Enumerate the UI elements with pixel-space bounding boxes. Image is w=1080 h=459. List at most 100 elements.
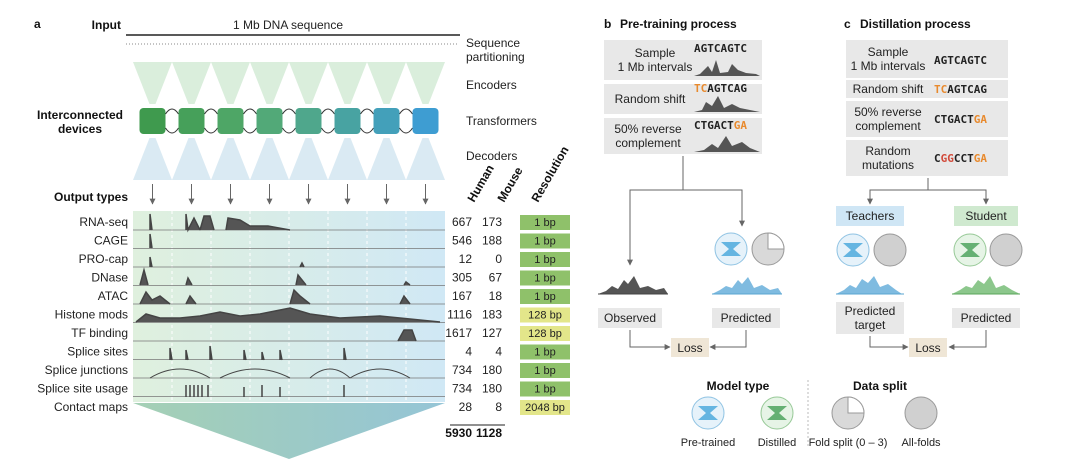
- mouse-count: 4: [495, 345, 502, 359]
- output-type-label: ATAC: [98, 289, 129, 303]
- mouse-count: 8: [495, 400, 502, 414]
- b-flow-observed: [627, 156, 684, 266]
- output-type-label: Splice junctions: [45, 363, 128, 377]
- b-step-sample-line1: Sample: [635, 46, 676, 60]
- c-flow-student: [928, 189, 989, 205]
- splice-junction-arc: [219, 368, 291, 379]
- c-predicted-target-line2: target: [855, 318, 886, 332]
- c-loss-box: [909, 338, 947, 357]
- c-predicted-target-box: [836, 302, 904, 334]
- resolution-label: 128 bp: [528, 328, 562, 340]
- legend-data-split: Data split: [853, 379, 907, 393]
- b-rc-seq-a: CTGACT: [694, 119, 734, 132]
- encoder-funnel: [328, 62, 367, 104]
- device-band: [133, 62, 445, 180]
- c-step-mut-line2: mutations: [862, 158, 914, 172]
- c-flow-teachers: [867, 178, 929, 205]
- human-count: 734: [452, 382, 472, 396]
- device-node: [256, 108, 283, 134]
- b-shift-seq-b: AGTCAG: [707, 82, 747, 95]
- resolution-label: 1 bp: [534, 365, 555, 377]
- col-resolution-header: Resolution: [528, 144, 571, 205]
- c-student-allfolds-icon: [989, 233, 1023, 267]
- c-student-box: [954, 206, 1018, 226]
- col-human-header: Human: [464, 162, 496, 204]
- device-link: [282, 127, 296, 134]
- legend-allfolds-label: All-folds: [901, 437, 941, 449]
- b-step-sample-line2: 1 Mb intervals: [618, 60, 693, 74]
- decoder-funnel: [172, 138, 211, 180]
- c-rc-seq-b: GA: [974, 113, 988, 126]
- interconnected-devices-line1: Interconnected: [37, 108, 123, 122]
- output-type-label: PRO-cap: [79, 252, 129, 266]
- resolution-badge: [520, 344, 570, 360]
- c-teacher-signal: [836, 276, 902, 294]
- c-step-shift-box: [846, 80, 1008, 98]
- c-predicted-target-line1: Predicted: [845, 304, 896, 318]
- device-node: [217, 108, 244, 134]
- mouse-count: 183: [482, 308, 502, 322]
- panel-b-letter: b: [604, 17, 611, 31]
- mouse-count: 180: [482, 363, 502, 377]
- output-type-label: Splice site usage: [37, 382, 128, 396]
- resolution-label: 1 bp: [534, 291, 555, 303]
- track-signal: [185, 385, 345, 397]
- resolution-badge: [520, 400, 570, 415]
- decoder-funnel: [328, 138, 367, 180]
- encoder-funnel: [133, 62, 172, 104]
- mouse-count: 188: [482, 234, 502, 248]
- c-step-rc-box: [846, 101, 1008, 137]
- resolution-label: 1 bp: [534, 384, 555, 396]
- output-type-label: DNase: [91, 271, 128, 285]
- track-signal: [149, 213, 291, 233]
- output-type-label: Contact maps: [54, 400, 128, 414]
- device-link: [204, 127, 218, 134]
- output-arrows: [149, 184, 429, 205]
- c-mut-seq-a: C: [934, 152, 941, 165]
- device-link: [243, 127, 257, 134]
- b-step-rc-line2: complement: [615, 136, 681, 150]
- human-count: 1617: [445, 326, 472, 340]
- device-link: [282, 108, 296, 115]
- human-count: 167: [452, 289, 472, 303]
- svg-text:CTGACTGA: CTGACTGA: [934, 113, 987, 126]
- sequence-partitioning-line1: Sequence: [466, 36, 520, 50]
- human-count: 4: [465, 345, 472, 359]
- decoders-label: Decoders: [466, 149, 517, 163]
- resolution-badge: [520, 363, 570, 378]
- human-count: 667: [452, 215, 472, 229]
- interconnected-devices-line2: devices: [58, 122, 102, 136]
- mouse-count: 173: [482, 215, 502, 229]
- legend-pretrained-glyph: [698, 406, 718, 420]
- decoder-funnel: [367, 138, 406, 180]
- track-signal: [139, 288, 411, 305]
- track-dividers: [171, 211, 407, 402]
- device-link: [399, 108, 413, 115]
- panel-b-title: Pre-training process: [620, 17, 737, 31]
- c-shift-seq-b: AGTCAG: [947, 83, 987, 96]
- encoder-funnel: [172, 62, 211, 104]
- encoder-funnel: [250, 62, 289, 104]
- c-step-rc-line2: complement: [855, 119, 921, 133]
- c-shift-seq-a: TC: [934, 83, 947, 96]
- c-teacher-pretrained-glyph: [843, 243, 863, 257]
- c-student-signal: [952, 276, 1020, 294]
- c-student-label: Student: [965, 209, 1007, 223]
- encoder-funnel: [406, 62, 445, 104]
- human-count: 305: [452, 271, 472, 285]
- device-link: [360, 127, 374, 134]
- track-signal: [135, 307, 441, 323]
- resolution-label: 1 bp: [534, 273, 555, 285]
- device-link: [321, 108, 335, 115]
- total-human: 5930: [445, 426, 472, 440]
- splice-junction-arc: [349, 368, 411, 379]
- track-signal: [397, 329, 417, 342]
- b-predicted-label: Predicted: [721, 311, 772, 325]
- c-target-to-loss: [869, 336, 909, 350]
- splice-junction-arc: [149, 368, 211, 379]
- track-signal: [169, 345, 347, 361]
- svg-text:TCAGTCAG: TCAGTCAG: [694, 82, 747, 95]
- resolution-badge: [520, 215, 570, 230]
- b-observed-signal: [598, 276, 668, 294]
- decoder-funnel: [289, 138, 328, 180]
